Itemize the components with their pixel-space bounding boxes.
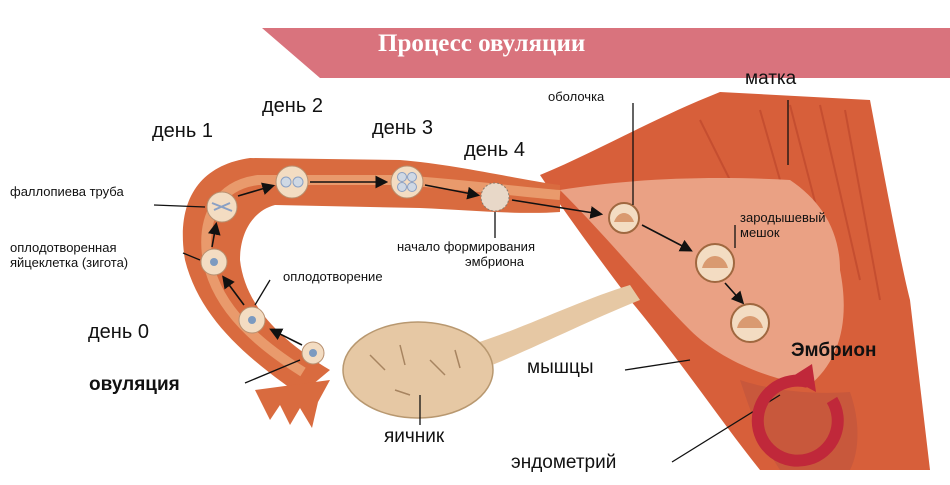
day3-cell bbox=[390, 165, 424, 199]
ovarian-ligament bbox=[470, 285, 640, 370]
label-endometrium: эндометрий bbox=[511, 452, 617, 473]
label-uterus: матка bbox=[745, 68, 797, 89]
day3-blastomere-3 bbox=[397, 182, 407, 192]
label-embryo-start-line1: начало формирования bbox=[397, 239, 535, 254]
label-day0: день 0 bbox=[88, 321, 149, 343]
label-ovulation: овуляция bbox=[89, 374, 180, 395]
day1-chromosomes bbox=[211, 202, 233, 212]
zygote-nucleus bbox=[210, 258, 218, 266]
leader-lines bbox=[153, 100, 789, 463]
blastocyst-2-mass bbox=[702, 256, 728, 268]
label-embryo: Эмбрион bbox=[791, 340, 877, 361]
label-day4: день 4 bbox=[464, 139, 525, 161]
label-day1: день 1 bbox=[152, 120, 213, 142]
label-ovary: яичник bbox=[384, 426, 445, 447]
day4-morula bbox=[480, 182, 510, 212]
ovary-texture bbox=[369, 344, 461, 396]
label-day3: день 3 bbox=[372, 117, 433, 139]
ovary-shape bbox=[342, 321, 494, 419]
label-yolk-sac-line2: мешок bbox=[740, 225, 780, 240]
label-muscles: мышцы bbox=[527, 357, 594, 378]
blastocyst-3-mass bbox=[737, 316, 763, 328]
label-yolk-sac-line1: зародышевый bbox=[740, 210, 826, 225]
banner-title: Процесс овуляции bbox=[378, 30, 586, 57]
label-zygote-line1: оплодотворенная bbox=[10, 240, 117, 255]
egg-nucleus-2 bbox=[248, 316, 256, 324]
day3-blastomere-2 bbox=[407, 172, 417, 182]
label-fallopian-tube: фаллопиева труба bbox=[10, 184, 124, 199]
label-day2: день 2 bbox=[262, 95, 323, 117]
movement-arrows bbox=[207, 175, 745, 346]
day3-blastomere-1 bbox=[397, 172, 407, 182]
label-membrane: оболочка bbox=[548, 89, 605, 104]
circular-arrow-logo-icon bbox=[751, 364, 844, 467]
fimbriae bbox=[255, 380, 330, 428]
blastocyst-1-mass bbox=[614, 213, 634, 222]
day3-blastomere-4 bbox=[407, 182, 417, 192]
title-banner bbox=[262, 28, 950, 78]
label-zygote-line2: яйцеклетка (зигота) bbox=[10, 255, 129, 270]
egg-nucleus bbox=[309, 349, 317, 357]
day2-blastomere-1 bbox=[280, 176, 292, 188]
label-embryo-start-line2: эмбриона bbox=[465, 254, 525, 269]
label-fertilization: оплодотворение bbox=[283, 269, 383, 284]
day2-blastomere-2 bbox=[292, 176, 304, 188]
day2-cell bbox=[275, 165, 309, 199]
